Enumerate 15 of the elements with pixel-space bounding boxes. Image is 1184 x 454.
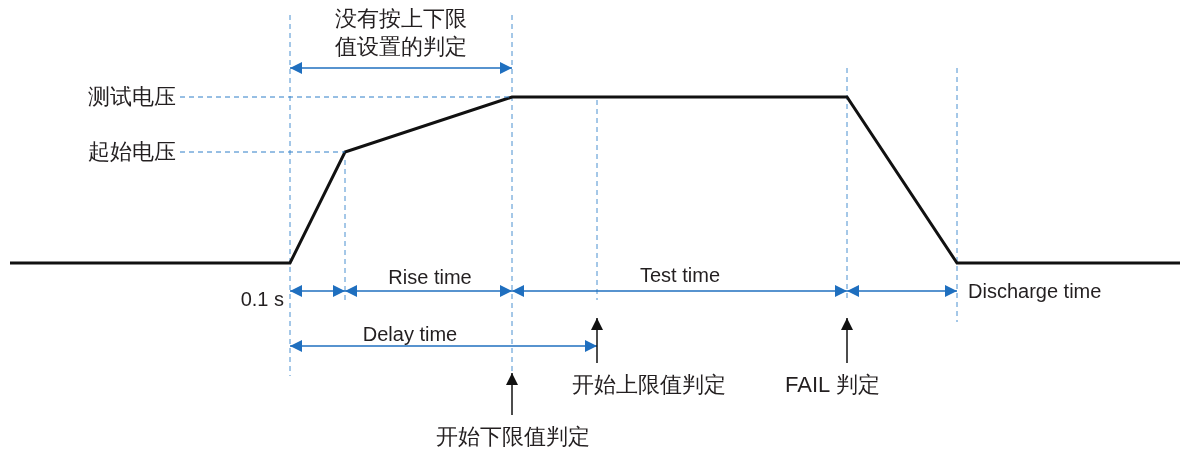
time-label: Rise time — [387, 265, 473, 290]
annotation-text: 开始上限值判定 — [572, 372, 726, 397]
time-label: Test time — [639, 263, 721, 288]
annotation-text: 开始下限值判定 — [436, 424, 590, 449]
time-label: 0.1 s — [239, 287, 284, 312]
time-label: 没有按上下限值设置的判定 — [334, 5, 468, 61]
time-label: Discharge time — [968, 279, 1103, 304]
annotation-text: 起始电压 — [88, 139, 176, 164]
arrow — [506, 372, 518, 416]
arrow — [591, 317, 603, 364]
arrow — [841, 317, 853, 364]
annotation-text: FAIL 判定 — [785, 372, 880, 397]
time-label: Delay time — [361, 322, 459, 347]
annotation-text: 测试电压 — [88, 84, 176, 109]
leader-line — [179, 151, 346, 153]
